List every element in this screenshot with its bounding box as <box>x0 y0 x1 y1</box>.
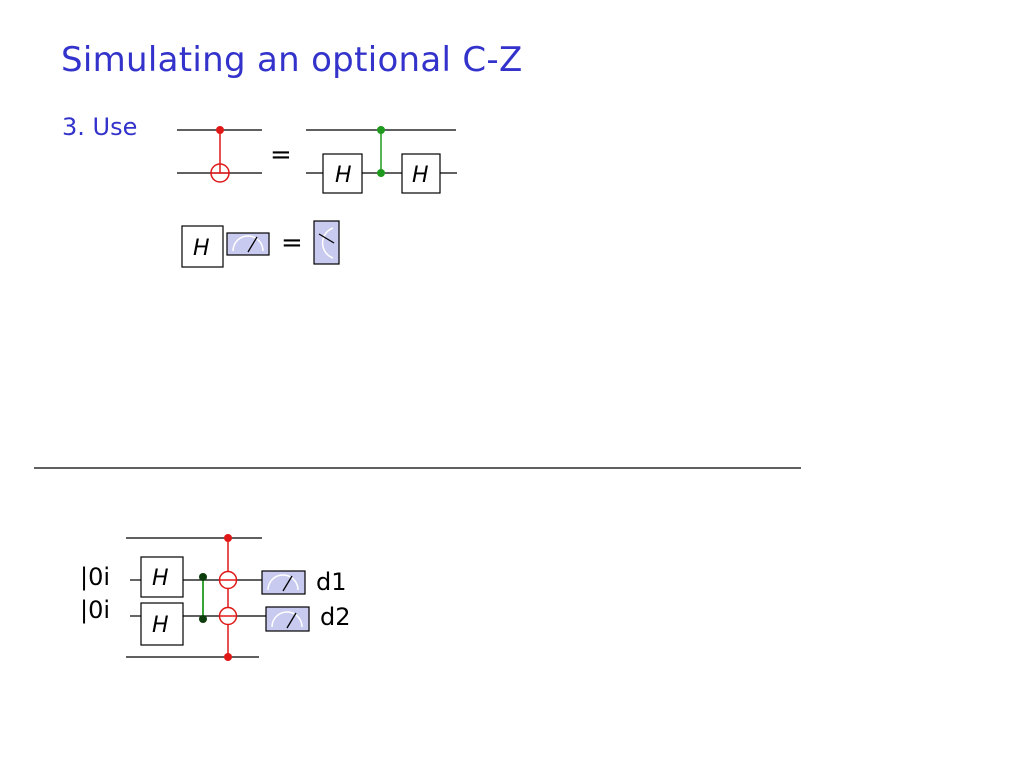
cnot-gate <box>177 126 262 183</box>
hadamard-label: H <box>152 613 169 638</box>
detector-label-1: d1 <box>316 568 347 596</box>
equals-sign-1: = <box>270 140 292 170</box>
ket-input-1: |0i <box>80 563 111 591</box>
equals-sign-2: = <box>281 228 303 258</box>
hadamard-label: H <box>193 236 210 261</box>
cz-control-dot <box>377 126 385 134</box>
hadamard-gate-3 <box>181 225 224 268</box>
hadamard-label: H <box>335 163 352 188</box>
hadamard-label: H <box>152 566 169 591</box>
x-basis-meter-icon <box>313 220 340 265</box>
slide-title: Simulating an optional C-Z <box>61 40 523 80</box>
hadamard-gate-5 <box>140 602 184 646</box>
hadamard-gate-2 <box>401 153 441 194</box>
cnot-control-dot <box>224 534 232 542</box>
cnot-control-dot <box>224 653 232 661</box>
ket-input-2: |0i <box>80 596 111 624</box>
cz-control-dot <box>199 615 207 623</box>
cz-control-dot <box>199 573 207 581</box>
measurement-identity: H <box>181 220 340 268</box>
hadamard-gate-1 <box>322 153 363 194</box>
cnot-control-dot <box>216 126 224 134</box>
hadamard-gate-4 <box>140 556 184 598</box>
detector-label-2: d2 <box>320 603 351 631</box>
hadamard-label: H <box>412 163 429 188</box>
hczh-circuit: H H <box>306 126 457 194</box>
meter-icon <box>261 570 306 595</box>
step-label: 3. Use <box>62 113 138 141</box>
cz-control-dot <box>377 169 385 177</box>
meter-icon <box>226 232 270 256</box>
meter-icon <box>265 606 310 632</box>
optional-cz-circuit: H H <box>126 534 310 661</box>
